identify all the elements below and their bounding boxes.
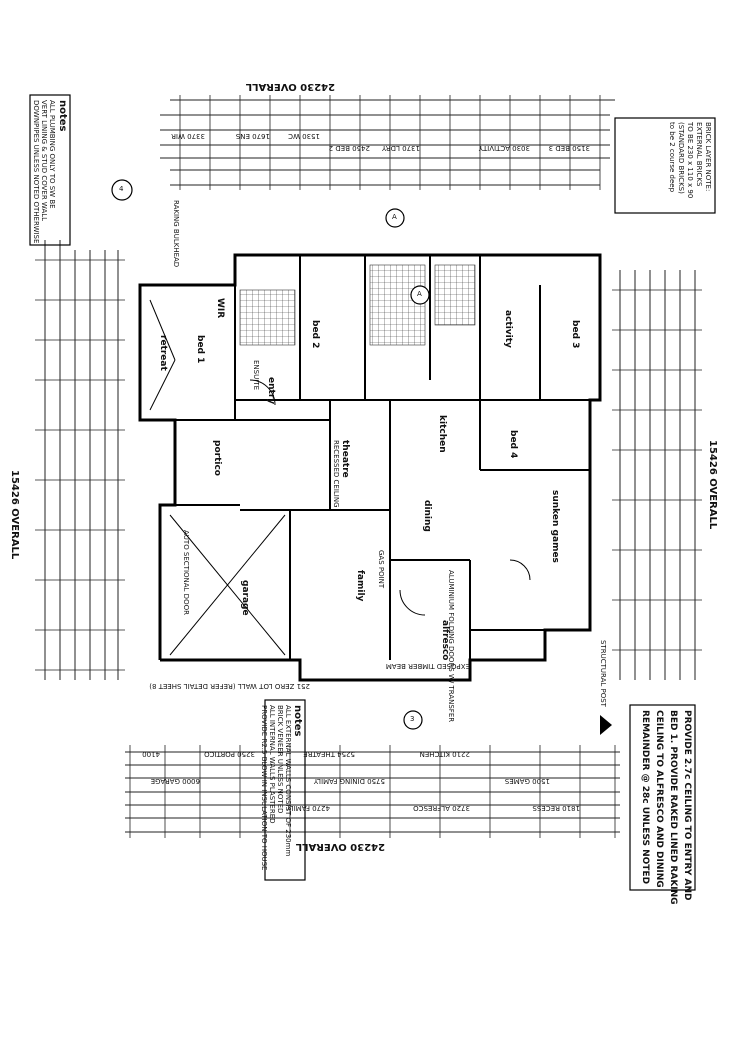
note-line: ALL INTERNAL WALLS PLASTERED <box>268 705 276 824</box>
room-retreat: retreat <box>158 335 168 371</box>
section-marker: 3 <box>410 715 415 723</box>
room-bed2: bed 2 <box>310 320 320 349</box>
notes-heading-bottom: notes <box>292 705 303 737</box>
note-line: BRICK VENEER UNLESS NOTED <box>276 705 284 814</box>
label-raking: RAKING BULKHEAD <box>172 200 180 268</box>
room-sunken-games: sunken games <box>550 490 560 563</box>
overall-right-dim: 15426 OVERALL <box>707 440 718 530</box>
overall-top-dim: 24230 OVERALL <box>245 81 335 92</box>
dim-label: 5750 DINING FAMILY <box>313 777 385 785</box>
label-gas-point: GAS POINT <box>377 550 385 589</box>
dim-label: 1370 LDRY <box>381 144 420 152</box>
overall-left-dim: 15426 OVERALL <box>9 470 20 560</box>
section-marker: A <box>392 213 397 221</box>
label-auto-door: AUTO SECTIONAL DOOR <box>182 530 190 615</box>
room-kitchen: kitchen <box>437 415 447 453</box>
ceiling-note-line: REMAINDER @ 28c UNLESS NOTED <box>640 710 650 885</box>
dim-label: 3250 PORTICO <box>204 750 255 758</box>
dim-label: 3150 BED 3 <box>548 144 590 152</box>
ceiling-note-line: BED 1. PROVIDE RAKED LINED RAKING <box>668 710 678 905</box>
room-entry: entry <box>266 377 276 405</box>
dim-label: 1530 WC <box>288 132 320 140</box>
label-sliding: ALUMINIUM FOLDING DOORS W/ TRANSFER <box>447 570 455 723</box>
room-activity: activity <box>503 310 513 348</box>
note-line: VERT LINING & STUD COVER WALL <box>40 100 48 222</box>
room-garage: garage <box>240 580 250 616</box>
brick-note-line: to be 2 course deep <box>668 122 676 193</box>
dim-label: 2450 BED 2 <box>328 144 370 152</box>
section-marker: 4 <box>119 185 124 193</box>
label-theatre-ceiling: RECESSED CEILING <box>332 440 340 508</box>
dim-label: 3030 ACTIVITY <box>478 144 530 152</box>
room-bed1: bed 1 <box>195 335 205 364</box>
room-theatre: theatre <box>340 440 350 478</box>
label-zero-lot: 251 ZERO LOT WALL (REFER DETAIL SHEET 8) <box>149 682 310 690</box>
dim-label: 3370 WIR <box>171 132 205 140</box>
overall-bottom-dim: 24230 OVERALL <box>295 841 385 852</box>
brick-note-line: BRICK LAYER NOTE: <box>704 122 712 192</box>
dim-label: 4270 FAMILY <box>286 804 330 812</box>
room-portico: portico <box>212 440 222 476</box>
label-exposed-timber: EXPOSED TIMBER BEAM <box>385 662 470 670</box>
dim-label: 1810 RECESS <box>532 804 580 812</box>
dim-label: 5254 THEATRE <box>303 750 355 758</box>
dim-label: 3720 ALFRESCO <box>413 804 470 812</box>
room-dining: dining <box>422 500 432 532</box>
room-bed4: bed 4 <box>508 430 518 459</box>
brick-note-line: (STANDARD BRICKS) <box>677 122 685 194</box>
brick-note-line: EXTERNAL BRICKS <box>695 122 703 187</box>
note-line: ALL EXTERNAL WALLS CONSIST OF 230mm <box>284 705 292 857</box>
brick-note-line: TO BE 230 x 110 x 90 <box>686 122 694 199</box>
note-line: ALL PLUMBING ONLY TO SW BE <box>48 100 56 209</box>
note-line: DOWNPIPES UNLESS NOTED OTHERWISE <box>32 100 40 244</box>
room-wir: WIR <box>215 298 225 319</box>
label-ensuite: ENSUITE <box>252 360 260 390</box>
dim-label: 4100 <box>142 750 160 758</box>
dim-label: 6000 GARAGE <box>150 777 200 785</box>
note-line: PROVIDE R2.5 BLOW IN INSULATION TO HOUSE <box>260 705 268 871</box>
section-marker: A <box>417 290 422 298</box>
ceiling-note-line: CEILING TO ALFRESCO AND DINING <box>654 710 664 888</box>
notes-heading-left: notes <box>57 100 68 132</box>
label-structural: STRUCTURAL POST <box>599 640 607 707</box>
dim-label: 1670 ENS <box>235 132 270 140</box>
dim-label: 1500 GAMES <box>504 777 550 785</box>
ceiling-note-line: PROVIDE 2.7c CEILING TO ENTRY AND <box>682 710 692 901</box>
room-family: family <box>355 570 365 602</box>
dim-label: 2210 KITCHEN <box>419 750 470 758</box>
room-bed3: bed 3 <box>570 320 580 349</box>
